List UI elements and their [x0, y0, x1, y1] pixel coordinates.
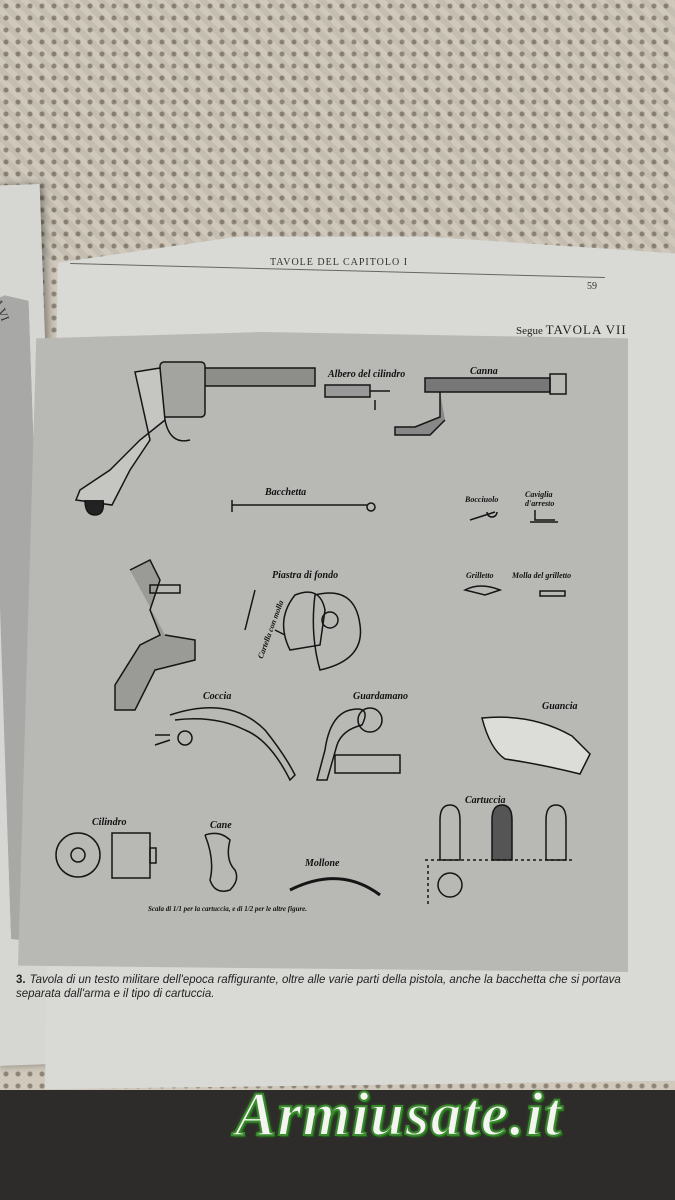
label-caviglia: Caviglia d'arresto: [525, 490, 555, 508]
mainspring-drawing: [289, 877, 381, 897]
label-cilindro: Cilindro: [92, 817, 127, 828]
lock-frame-drawing: [114, 558, 196, 711]
label-cartuccia: Cartuccia: [465, 795, 506, 806]
revolver-drawing: [74, 361, 316, 516]
hammer-drawing: [204, 832, 238, 892]
page-number: 59: [587, 281, 597, 292]
label-guancia: Guancia: [542, 701, 578, 712]
cartridge-drawing: [425, 804, 575, 905]
cylinder-drawing: [55, 832, 157, 879]
butt-cap-drawing: [154, 706, 296, 782]
figure-caption: 3.Tavola di un testo militare dell'epoca…: [16, 974, 621, 1000]
label-bocciuolo: Bocciuolo: [465, 495, 499, 504]
cylinder-arbor-drawing: [324, 384, 390, 410]
label-canna: Canna: [470, 366, 498, 377]
watermark-logo: Armiusate.it: [234, 1080, 563, 1150]
label-grilletto: Grilletto: [466, 571, 494, 580]
lace-tablecloth: [0, 0, 675, 260]
scale-note: Scala di 1/1 per la cartuccia, e di 1/2 …: [148, 905, 308, 913]
label-cane: Cane: [210, 820, 232, 831]
lock-plate-drawing: [244, 589, 362, 671]
trigger-guard-drawing: [316, 707, 401, 781]
ramrod-drawing: [231, 500, 376, 512]
label-albero: Albero del cilindro: [328, 369, 406, 380]
label-piastra: Piastra di fondo: [272, 570, 339, 581]
label-bacchetta: Bacchetta: [265, 487, 307, 498]
barrel-drawing: [394, 373, 567, 436]
plate-illustration: [18, 332, 628, 972]
caviglia-drawing: [530, 510, 558, 523]
label-guardamano: Guardamano: [353, 691, 409, 702]
running-title: TAVOLE DEL CAPITOLO I: [270, 257, 409, 268]
label-coccia: Coccia: [203, 691, 232, 702]
trigger-spring-drawing: [539, 590, 566, 597]
label-molla-grilletto: Molla del grilletto: [512, 571, 572, 580]
trigger-drawing: [462, 585, 503, 596]
grip-drawing: [481, 716, 591, 775]
label-mollone: Mollone: [305, 858, 340, 869]
dark-background: [0, 1090, 675, 1200]
bocciuolo-drawing: [469, 511, 498, 521]
plate-heading: Segue TAVOLA VII: [516, 322, 627, 337]
